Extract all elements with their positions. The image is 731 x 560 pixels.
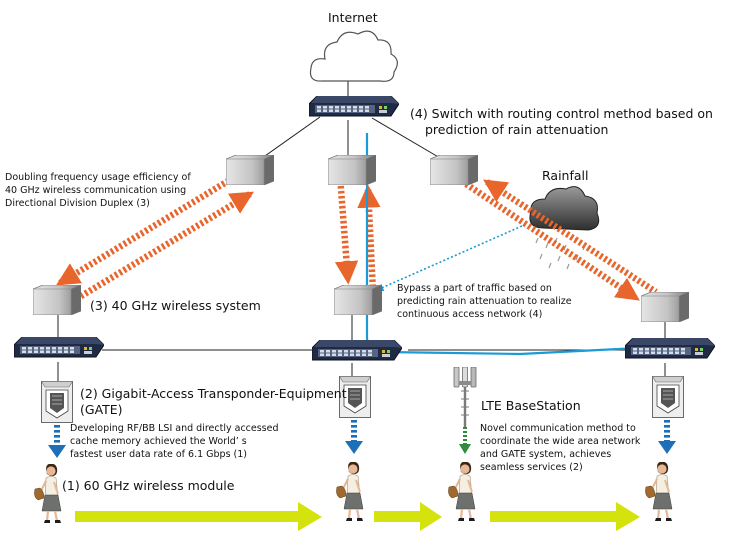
novel-line4: seamless services (2) [480, 462, 583, 473]
radio-upper-center-icon [328, 155, 376, 185]
lte-downlink [459, 427, 471, 454]
edge-switch-center-icon [312, 340, 402, 361]
module-label: (1) 60 GHz wireless module [62, 478, 235, 493]
radio-upper-right-icon [430, 155, 478, 185]
switch-title-line1: (4) Switch with routing control method b… [410, 106, 713, 121]
novel-line3: and GATE system, achieves [480, 449, 612, 460]
user-person-4-icon [644, 462, 674, 522]
user-person-1-icon [33, 464, 63, 524]
internet-cloud-icon [309, 30, 398, 82]
radio-upper-left-icon [226, 155, 274, 185]
novel-line1: Novel communication method to [480, 423, 636, 434]
rfbb-line1: Developing RF/BB LSI and directly access… [70, 423, 279, 434]
rfbb-line2: cache memory achieved the World’ s [70, 436, 247, 447]
radio-lower-center-icon [334, 285, 382, 315]
radio-lower-right-icon [641, 292, 689, 322]
ddd-line2: 40 GHz wireless communication using [5, 185, 187, 196]
user-person-3-icon [447, 462, 477, 522]
lte-label: LTE BaseStation [481, 398, 581, 413]
user-movement-arrows [75, 502, 640, 531]
gate-label-line2: (GATE) [80, 402, 123, 417]
gate-downlinks [54, 420, 670, 446]
wireless-system-label: (3) 40 GHz wireless system [90, 298, 261, 313]
switch-title-line2: prediction of rain attenuation [425, 122, 609, 137]
bypass-line2: predicting rain attenuation to realize [397, 296, 572, 307]
ddd-line1: Doubling frequency usage efficiency of [5, 172, 191, 183]
core-switch-icon [309, 96, 399, 117]
internet-label: Internet [328, 10, 378, 25]
rfbb-line3: fastest user data rate of 6.1 Gbps (1) [70, 449, 248, 460]
bypass-prediction-arrow [375, 225, 523, 292]
rain-cloud-icon [529, 186, 600, 270]
edge-switch-left-icon [14, 337, 104, 358]
bypass-line3: continuous access network (4) [397, 309, 543, 320]
wireless-links-40ghz [55, 175, 658, 301]
bypass-line1: Bypass a part of traffic based on [397, 283, 552, 294]
gate-unit-left-icon [41, 381, 73, 423]
gate-label-line1: (2) Gigabit-Access Transponder-Equipment [80, 386, 347, 401]
rainfall-label: Rainfall [542, 168, 589, 183]
gate-unit-right-icon [652, 376, 684, 418]
lte-tower-icon [452, 367, 478, 427]
edge-switch-right-icon [625, 338, 715, 359]
ddd-line3: Directional Division Duplex (3) [5, 198, 150, 209]
novel-line2: coordinate the wide area network [480, 436, 641, 447]
gate-downlink-arrowheads [48, 441, 676, 458]
radio-lower-left-icon [33, 285, 81, 315]
user-person-2-icon [335, 462, 365, 522]
